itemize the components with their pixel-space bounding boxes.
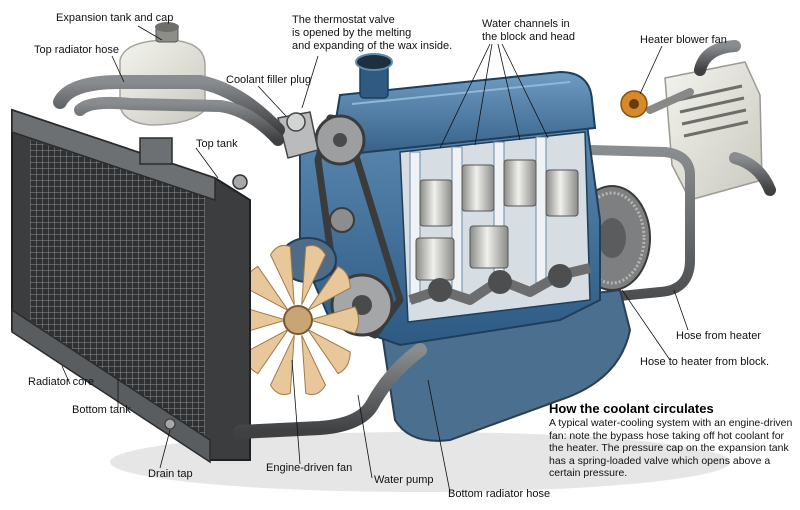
heater-unit: [620, 40, 776, 201]
ground-shadow: [110, 432, 730, 492]
label-top-tank: Top tank: [196, 138, 238, 150]
pistons: [415, 159, 579, 281]
fan-blade: [308, 306, 360, 334]
thermostat-housing: [277, 111, 319, 159]
label-water-pump: Water pump: [374, 474, 434, 486]
fan-blade: [269, 244, 295, 305]
timing-belt: [314, 114, 404, 339]
caption-body: A typical water-cooling system with an e…: [549, 417, 793, 480]
label-thermostat: The thermostat valve is opened by the me…: [292, 14, 453, 52]
label-drain-tap: Drain tap: [148, 468, 193, 480]
caption: How the coolant circulates A typical wat…: [549, 401, 794, 480]
filler-neck: [355, 53, 393, 99]
fan-blade: [269, 335, 295, 396]
label-bottom-radiator-hose: Bottom radiator hose: [448, 488, 551, 500]
label-engine-driven-fan: Engine-driven fan: [266, 462, 353, 474]
label-hose-from-heater: Hose from heater: [676, 330, 761, 342]
label-heater-blower-fan: Heater blower fan: [640, 34, 727, 46]
crank-webs: [428, 264, 572, 302]
fan-blade: [301, 335, 327, 396]
label-bottom-tank: Bottom tank: [72, 404, 131, 416]
fan-blade: [307, 265, 351, 312]
label-radiator-core: Radiator core: [28, 376, 95, 388]
bottom-radiator-hose: [233, 343, 427, 439]
label-water-channels: Water channels in the block and head: [482, 18, 575, 43]
drain-tap: [164, 418, 176, 430]
leader-lines: [61, 25, 689, 493]
upper-hose: [74, 96, 284, 146]
label-expansion-tank: Expansion tank and cap: [56, 12, 174, 24]
label-top-radiator-hose: Top radiator hose: [34, 44, 119, 56]
label-coolant-filler-plug: Coolant filler plug: [226, 74, 311, 86]
radiator-core: [30, 140, 205, 440]
caption-title: How the coolant circulates: [549, 401, 714, 416]
top-radiator-hose: [53, 75, 285, 137]
fan-blade: [301, 244, 327, 305]
cylinder-head: [328, 70, 597, 158]
bottom-tank: [11, 308, 211, 464]
fan-hub: [283, 305, 313, 335]
fan-blade: [307, 328, 351, 375]
label-hose-to-heater: Hose to heater from block.: [640, 356, 770, 368]
radiator: [11, 108, 251, 464]
